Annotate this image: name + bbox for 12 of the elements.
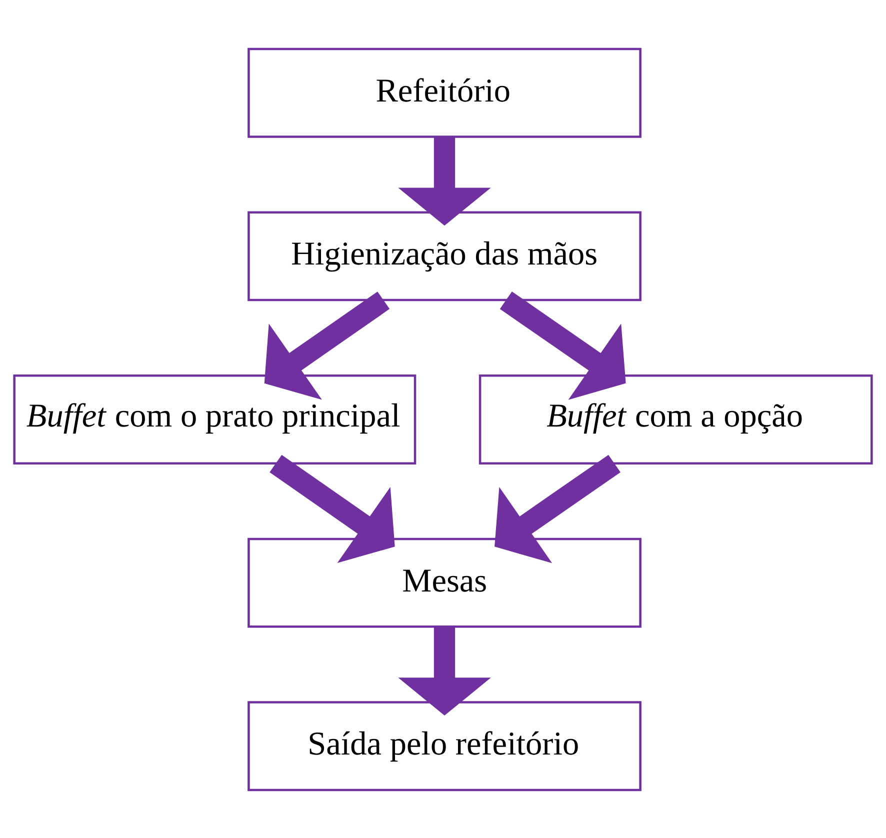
arrow: [500, 291, 626, 400]
arrow: [264, 291, 390, 400]
arrow: [398, 136, 491, 226]
node-box: Buffet com a opção: [478, 374, 873, 464]
arrow: [270, 454, 395, 563]
node-box: Saída pelo refeitório: [248, 700, 642, 791]
arrow: [398, 626, 491, 716]
node-box: Buffet com o prato principal: [13, 374, 416, 464]
node-box: Refeitório: [248, 47, 642, 138]
node-box: Higienização das mãos: [248, 210, 642, 301]
arrow: [494, 454, 620, 563]
node-box: Mesas: [248, 537, 642, 628]
